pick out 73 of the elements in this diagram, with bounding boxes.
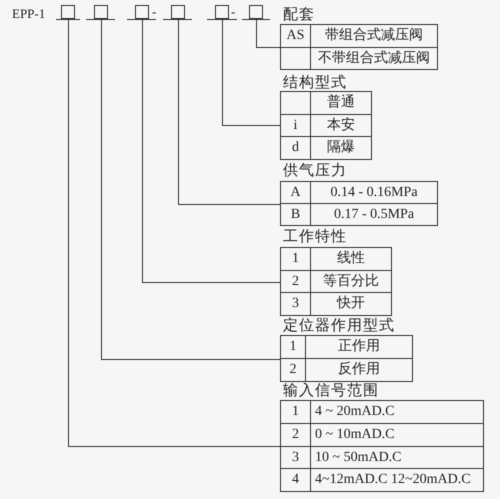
code-placeholder — [86, 5, 115, 20]
option-description: 正作用 — [337, 338, 381, 356]
option-description: 不带组合式减压阀 — [317, 50, 431, 68]
table-heading: 供气压力 — [282, 162, 347, 181]
option-code: 3 — [281, 293, 311, 316]
table-row — [280, 114, 372, 137]
option-code: 1 — [281, 248, 311, 270]
option-description: 0.14 - 0.16MPa — [329, 184, 419, 202]
option-description: 快开 — [336, 294, 366, 314]
option-table — [280, 383, 484, 492]
table-row — [280, 446, 484, 470]
option-table — [280, 228, 392, 316]
option-code: B — [281, 204, 311, 225]
option-description: 反作用 — [337, 360, 381, 379]
separator-dash: - — [231, 4, 236, 19]
option-code: 1 — [281, 336, 306, 358]
option-description: 0.17 - 0.5MPa — [332, 206, 416, 224]
table-heading: 定位器作用型式 — [282, 317, 395, 335]
table-row — [280, 270, 392, 294]
option-table — [280, 317, 413, 382]
option-description: 隔爆 — [326, 138, 356, 157]
table-heading: 结构型式 — [282, 75, 347, 91]
option-description: 本安 — [326, 116, 356, 134]
code-placeholder — [163, 5, 192, 20]
option-code: AS — [281, 25, 311, 46]
table-row — [280, 247, 392, 271]
option-code: 2 — [281, 424, 311, 446]
option-table — [280, 75, 372, 160]
option-description: 线性 — [336, 250, 366, 268]
table-row — [280, 24, 438, 48]
separator-dash: - — [152, 4, 156, 19]
table-row — [280, 91, 372, 114]
leader-line — [68, 20, 280, 447]
table-heading: 输入信号范围 — [282, 383, 379, 400]
code-placeholder — [207, 5, 237, 20]
model-prefix: EPP-1 — [12, 6, 46, 21]
option-table — [280, 6, 438, 70]
table-row — [280, 424, 484, 447]
table-row — [280, 359, 413, 382]
option-code: 1 — [281, 401, 311, 423]
leader-line — [222, 20, 280, 126]
option-code: i — [281, 114, 311, 136]
table-row — [280, 48, 438, 70]
option-description: 4 ~ 20mAD.C — [314, 403, 396, 421]
table-heading: 配套 — [282, 6, 315, 24]
table-row — [280, 335, 413, 359]
option-description: 0 ~ 10mAD.C — [314, 426, 396, 444]
code-placeholder — [127, 5, 156, 20]
leader-line — [256, 20, 280, 48]
table-row — [280, 400, 484, 424]
table-row — [280, 181, 438, 204]
option-code: A — [281, 182, 311, 203]
table-heading: 工作特性 — [282, 228, 347, 247]
option-code: d — [281, 137, 311, 158]
leader-line — [178, 20, 280, 205]
table-row — [280, 204, 438, 226]
leader-line — [101, 20, 280, 360]
option-description: 4~12mAD.C 12~20mAD.C — [314, 471, 472, 490]
option-code: 2 — [281, 270, 311, 292]
table-row — [280, 469, 484, 492]
option-description: 普通 — [326, 93, 356, 112]
table-row — [280, 293, 392, 316]
leader-line — [142, 20, 280, 283]
code-placeholder — [56, 5, 80, 20]
option-description: 带组合式减压阀 — [324, 26, 424, 45]
option-table — [280, 162, 438, 226]
table-row — [280, 137, 372, 160]
option-description: 等百分比 — [322, 272, 380, 291]
option-code: 2 — [281, 359, 306, 381]
code-placeholder — [242, 5, 270, 20]
option-code: 4 — [281, 469, 311, 492]
option-description: 10 ~ 50mAD.C — [314, 448, 403, 467]
option-code: 3 — [281, 446, 311, 468]
